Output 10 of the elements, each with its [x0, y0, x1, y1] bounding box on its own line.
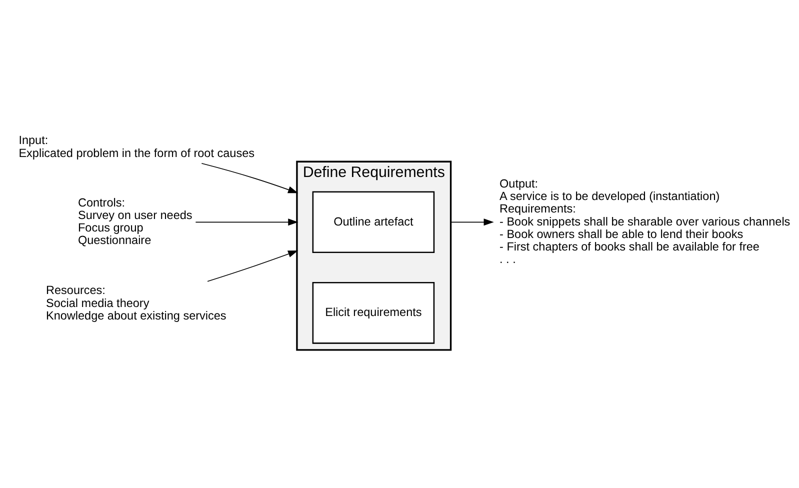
arrow	[207, 250, 298, 282]
node-text: Input: Explicated problem in the form of root causes	[18, 134, 254, 160]
node-text: Output: A service is to be developed (instantiation) Requirements: - Book snippets shall be sharable over various channels - Book owners shall be able to lend their books - First chapters of books shall be available for free . . .	[500, 177, 790, 266]
node-text: Resources: Social media theory Knowledge about existing services	[46, 284, 226, 322]
node-box: Elicit requirements	[312, 282, 435, 344]
arrow	[450, 218, 494, 226]
node-text: Controls: Survey on user needs Focus group Questionnaire	[78, 196, 192, 248]
arrow	[195, 218, 298, 226]
arrow	[201, 162, 298, 194]
node-box: Outline artefact	[312, 191, 435, 254]
